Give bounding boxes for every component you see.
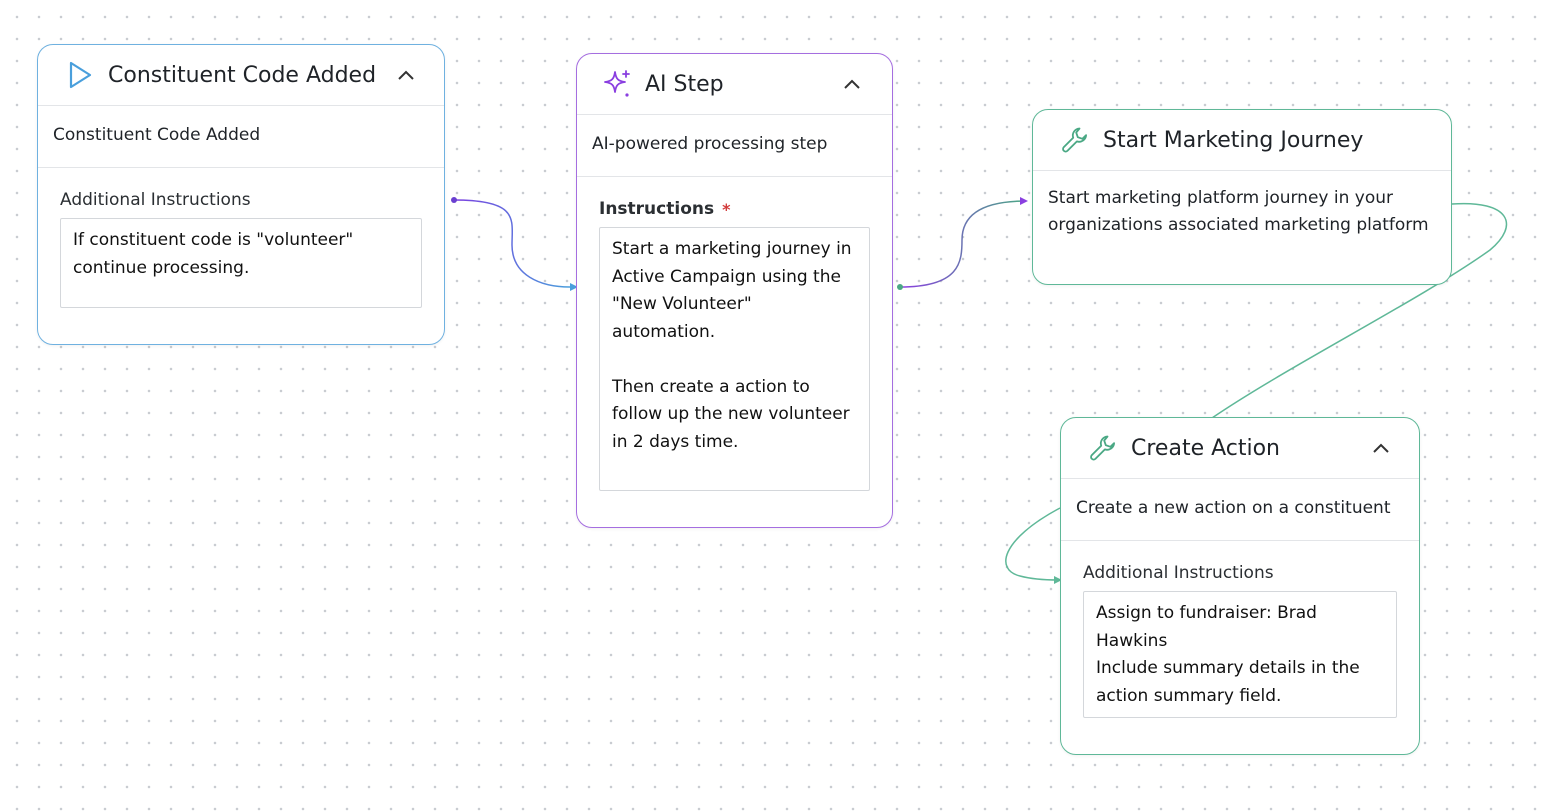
- chevron-up-icon: [844, 79, 860, 89]
- chevron-up-icon: [398, 70, 414, 80]
- ai-step-node-header[interactable]: AI Step: [577, 54, 892, 115]
- collapse-button[interactable]: [838, 70, 866, 98]
- trigger-node-header[interactable]: Constituent Code Added: [38, 45, 444, 106]
- marketing-node-title: Start Marketing Journey: [1103, 127, 1364, 153]
- create-action-node-header[interactable]: Create Action: [1061, 418, 1419, 479]
- additional-instructions-label-text: Additional Instructions: [1083, 563, 1274, 583]
- trigger-node-title: Constituent Code Added: [108, 62, 377, 88]
- additional-instructions-field[interactable]: Assign to fundraiser: Brad Hawkins Inclu…: [1083, 591, 1397, 718]
- start-marketing-journey-node[interactable]: Start Marketing Journey Start marketing …: [1032, 109, 1452, 285]
- additional-instructions-label: Additional Instructions: [60, 190, 422, 210]
- additional-instructions-label-text: Additional Instructions: [60, 190, 251, 210]
- ai-step-node-title: AI Step: [645, 71, 724, 97]
- edge-ai-to-marketing[interactable]: [897, 197, 1028, 290]
- marketing-node-header[interactable]: Start Marketing Journey: [1033, 110, 1451, 171]
- required-marker: *: [722, 199, 731, 219]
- create-action-node[interactable]: Create Action Create a new action on a c…: [1060, 417, 1420, 755]
- wrench-icon: [1059, 124, 1091, 156]
- marketing-node-description: Start marketing platform journey in your…: [1048, 188, 1429, 235]
- instructions-label-text: Instructions: [599, 199, 715, 219]
- ai-step-node-body: Instructions * Start a marketing journey…: [577, 177, 892, 513]
- instructions-label: Instructions *: [599, 199, 870, 219]
- edge-trigger-to-ai[interactable]: [451, 197, 578, 291]
- trigger-node-body: Additional Instructions If constituent c…: [38, 168, 444, 330]
- play-icon: [64, 59, 96, 91]
- create-action-node-title: Create Action: [1131, 435, 1280, 461]
- collapse-button[interactable]: [1367, 434, 1395, 462]
- ai-step-node-description: AI-powered processing step: [577, 115, 892, 177]
- wrench-icon: [1087, 432, 1119, 464]
- create-action-node-body: Additional Instructions Assign to fundra…: [1061, 541, 1419, 740]
- create-action-node-description: Create a new action on a constituent: [1061, 479, 1419, 541]
- trigger-node[interactable]: Constituent Code Added Constituent Code …: [37, 44, 445, 345]
- additional-instructions-label: Additional Instructions: [1083, 563, 1397, 583]
- ai-step-node[interactable]: AI Step AI-powered processing step Instr…: [576, 53, 893, 528]
- chevron-up-icon: [1373, 443, 1389, 453]
- trigger-node-description: Constituent Code Added: [38, 106, 444, 168]
- collapse-button[interactable]: [392, 61, 420, 89]
- instructions-field[interactable]: Start a marketing journey in Active Camp…: [599, 227, 870, 491]
- additional-instructions-field[interactable]: If constituent code is "volunteer" conti…: [60, 218, 422, 308]
- sparkles-icon: [601, 68, 633, 100]
